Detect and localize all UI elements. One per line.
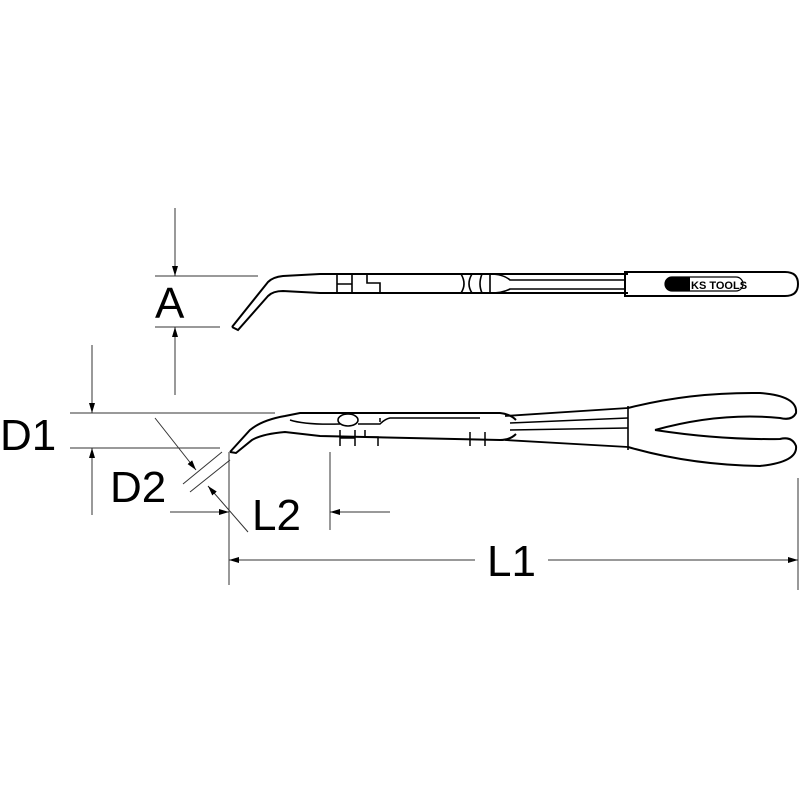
dimension-L1 [229, 478, 799, 590]
brand-logo: KS TOOLS [664, 276, 747, 292]
side-view-plier [231, 271, 800, 332]
label-L1: L1 [487, 537, 536, 586]
label-L2: L2 [252, 491, 301, 540]
dimension-D1 [70, 345, 275, 515]
dimension-A [155, 208, 258, 395]
dimension-L2 [170, 452, 390, 585]
brand-logo-text: KS TOOLS [691, 280, 747, 292]
top-view-plier [229, 391, 798, 468]
dimension-D2 [154, 417, 249, 533]
label-D2: D2 [110, 463, 166, 512]
label-A: A [155, 279, 185, 328]
label-D1: D1 [0, 411, 56, 460]
